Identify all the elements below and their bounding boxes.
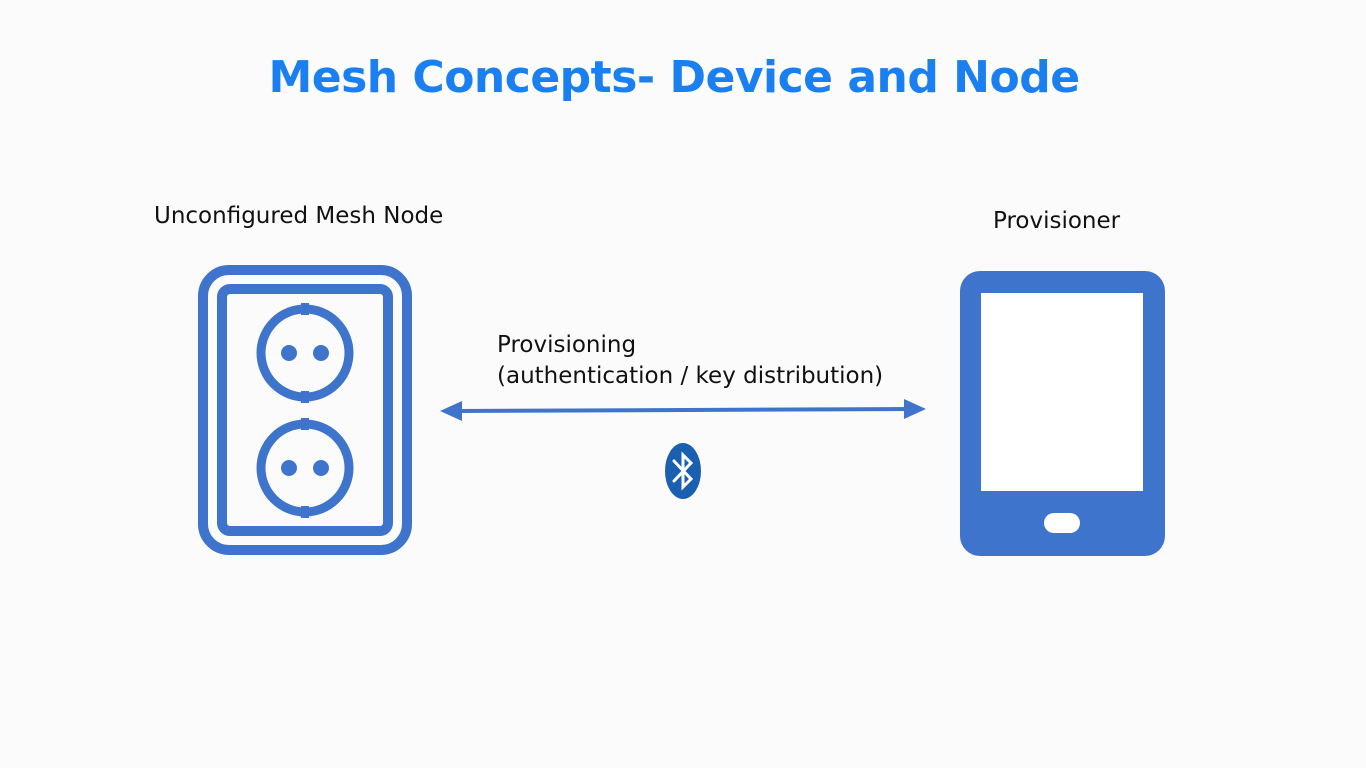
bluetooth-icon: [665, 443, 701, 499]
provisioning-label-line2: (authentication / key distribution): [497, 363, 884, 389]
node-label: Unconfigured Mesh Node: [154, 203, 444, 229]
socket-upper: [256, 303, 354, 403]
tablet-home-button: [1044, 513, 1080, 533]
slide-title: Mesh Concepts- Device and Node: [268, 52, 1080, 103]
tablet-icon: [960, 271, 1165, 556]
power-outlet-icon: [198, 265, 412, 555]
tablet-screen: [981, 293, 1143, 491]
provisioning-arrow: [440, 399, 926, 421]
provisioning-label-line1: Provisioning: [497, 332, 637, 358]
socket-lower: [256, 418, 354, 518]
provisioning-label: Provisioning (authentication / key distr…: [497, 330, 883, 392]
provisioner-label: Provisioner: [993, 208, 1121, 234]
